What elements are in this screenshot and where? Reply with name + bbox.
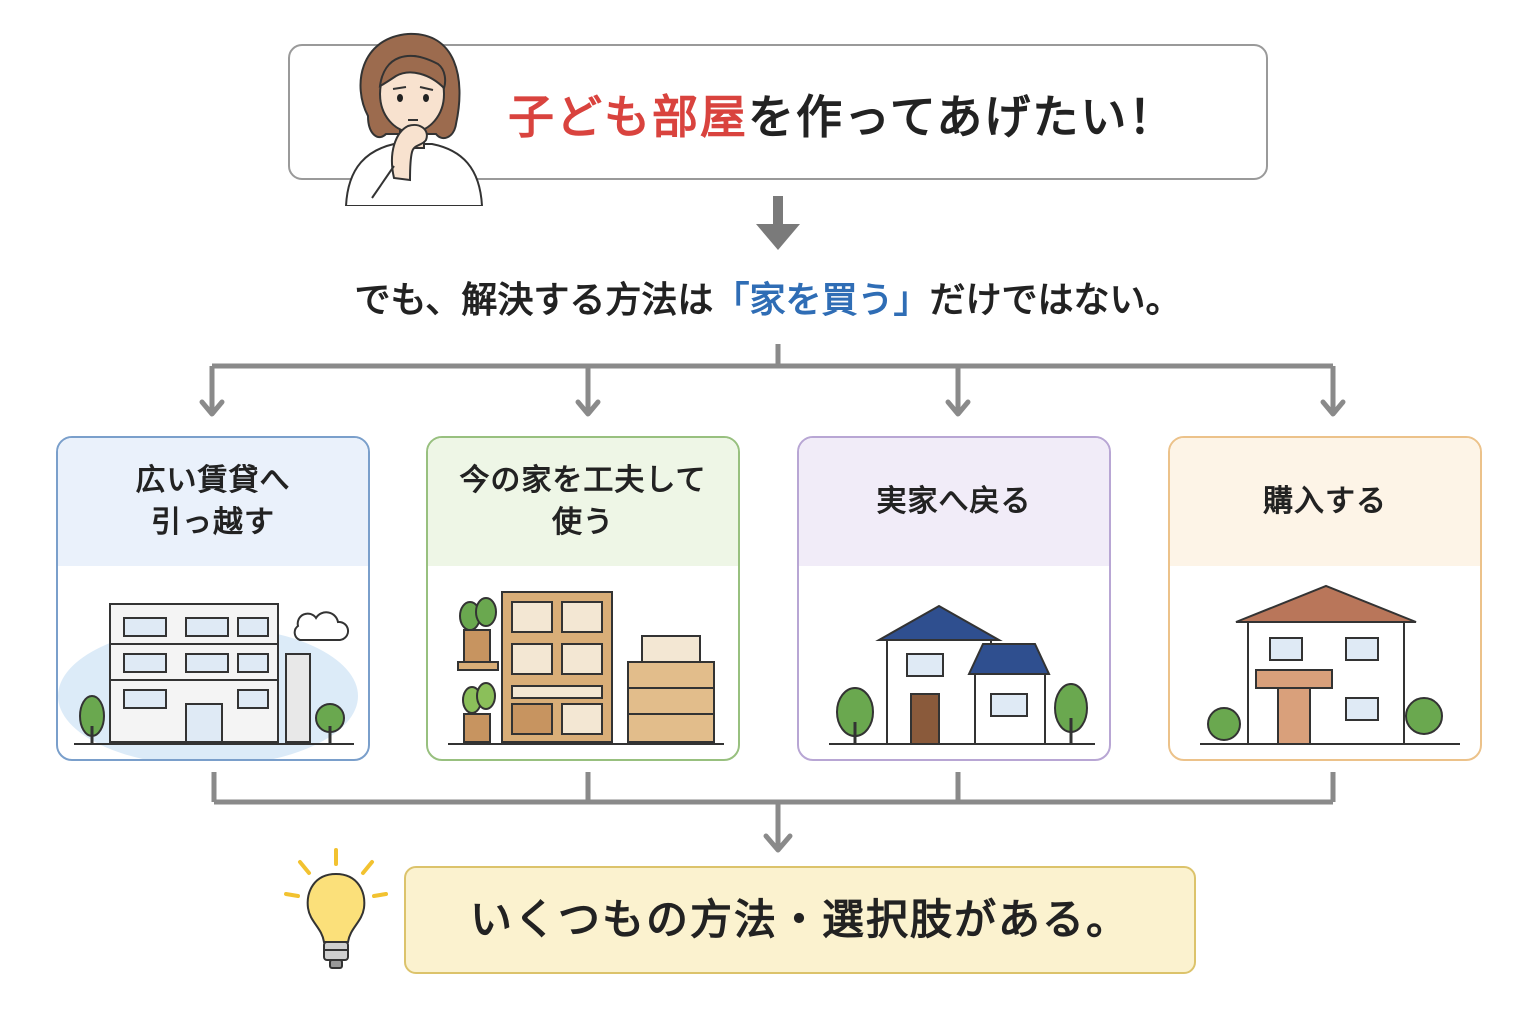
option-title: 購入する bbox=[1263, 484, 1387, 519]
conclusion-box bbox=[404, 866, 1196, 974]
subheading-after: だけではない。 bbox=[929, 280, 1182, 321]
down-arrow-icon bbox=[575, 399, 601, 417]
down-arrow-icon bbox=[763, 833, 793, 853]
down-arrow-icon bbox=[1320, 399, 1346, 417]
thinking-woman-icon bbox=[344, 32, 484, 206]
option-title: 実家へ戻る bbox=[876, 484, 1032, 519]
option-card-header: 購入する bbox=[1170, 438, 1480, 566]
option-card-header: 実家へ戻る bbox=[799, 438, 1109, 566]
down-arrow-icon bbox=[945, 399, 971, 417]
option-card-buy: 購入する bbox=[1168, 436, 1482, 761]
option-title: 広い賃貸へ 引っ越す bbox=[135, 463, 291, 540]
option-card-header: 今の家を工夫して 使う bbox=[428, 438, 738, 566]
option-card-parents-home: 実家へ戻る bbox=[797, 436, 1111, 761]
down-arrow-icon bbox=[199, 399, 225, 417]
title-highlight: 子ども部屋 bbox=[508, 90, 748, 144]
subheading-before: でも、解決する方法は bbox=[354, 280, 714, 321]
page-title: 子ども部屋を作ってあげたい！ bbox=[508, 82, 1176, 152]
option-card-reorganize: 今の家を工夫して 使う bbox=[426, 436, 740, 761]
lightbulb-icon bbox=[284, 848, 388, 969]
conclusion-text: いくつもの方法・選択肢がある。 bbox=[469, 895, 1130, 944]
option-card-rent: 広い賃貸へ 引っ越す bbox=[56, 436, 370, 761]
option-card-header: 広い賃貸へ 引っ越す bbox=[58, 438, 368, 566]
subheading-highlight: 「家を買う」 bbox=[713, 280, 930, 321]
title-rest: を作ってあげたい！ bbox=[748, 90, 1177, 144]
down-arrow-icon bbox=[756, 224, 800, 250]
new-house-icon bbox=[1200, 584, 1460, 745]
subheading: でも、解決する方法は「家を買う」だけではない。 bbox=[0, 276, 1536, 326]
storage-furniture-icon bbox=[448, 591, 724, 745]
family-home-icon bbox=[829, 604, 1095, 745]
apartment-building-icon bbox=[58, 603, 358, 759]
option-title: 今の家を工夫して 使う bbox=[459, 463, 707, 540]
